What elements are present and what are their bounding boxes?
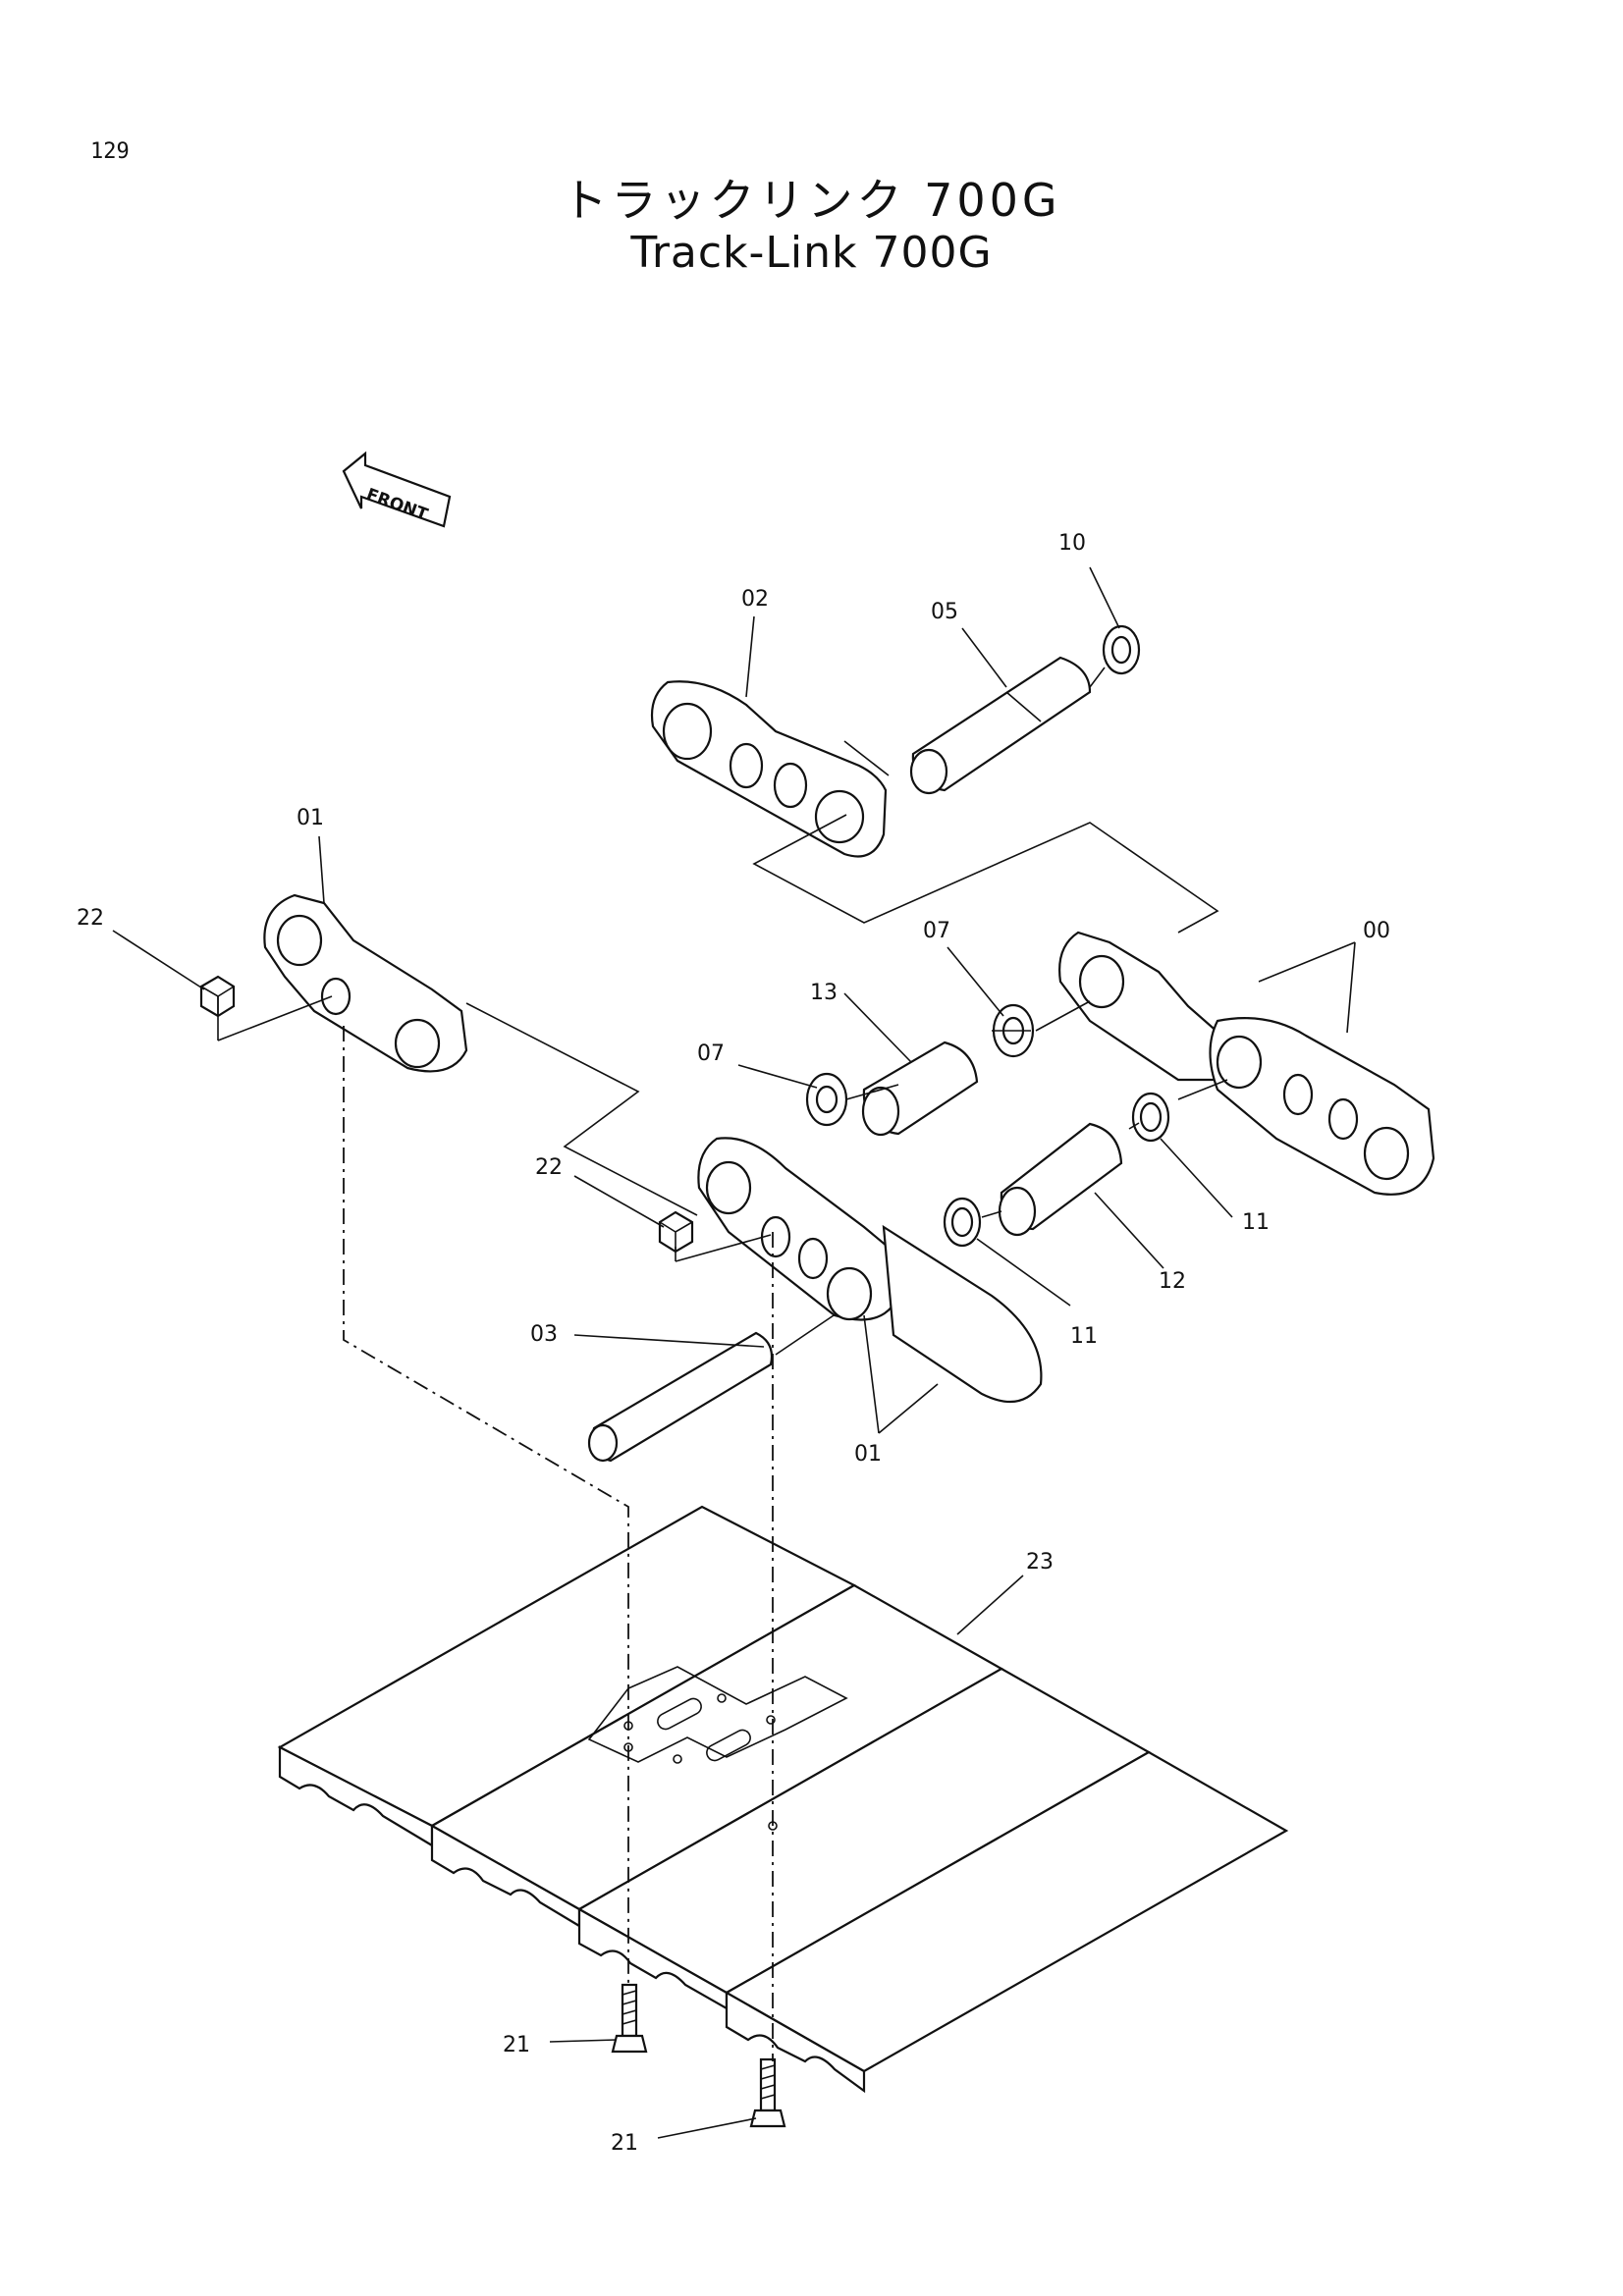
callout-12: 12: [1159, 1269, 1186, 1294]
callout-02: 02: [741, 587, 769, 612]
front-arrow-icon: FRONT: [342, 451, 452, 528]
track-shoe-plates: [277, 1505, 1289, 2094]
callout-22-upper: 22: [77, 906, 104, 931]
callout-05: 05: [931, 600, 958, 624]
bushing-12: [998, 1122, 1123, 1237]
callout-22-lower: 22: [535, 1155, 563, 1180]
callout-11-right: 11: [1242, 1210, 1270, 1235]
track-link-01-lower: [697, 1137, 1043, 1404]
nut-22-lower: [658, 1210, 694, 1254]
callout-01-upper: 01: [297, 806, 324, 830]
callout-07-upper: 07: [923, 919, 950, 943]
callout-10: 10: [1058, 531, 1086, 556]
track-pin-03: [587, 1331, 774, 1463]
callout-labels: 10 02 05 01 22 07 00 13 07 22 11 03 12 1…: [77, 531, 1390, 2156]
track-link-00: [1058, 931, 1435, 1196]
page-number: 129: [90, 139, 130, 164]
assembly-lines: [217, 667, 1228, 2061]
seal-11-left: [943, 1197, 982, 1248]
seal-11-right: [1131, 1092, 1170, 1143]
callout-11-left: 11: [1070, 1324, 1098, 1349]
callout-00: 00: [1363, 919, 1390, 943]
callout-03: 03: [530, 1322, 558, 1347]
callout-01-lower: 01: [854, 1442, 882, 1467]
track-link-01-upper: [263, 893, 468, 1073]
shoe-bolt-21-left: [611, 1983, 648, 2054]
seal-07-lower: [805, 1072, 848, 1127]
bushing-13: [861, 1041, 979, 1137]
track-link-02: [650, 680, 888, 858]
shoe-bolt-21-right: [749, 2057, 786, 2128]
callout-21-left: 21: [503, 2033, 530, 2057]
track-pin-05: [909, 656, 1092, 795]
callout-13: 13: [810, 981, 838, 1005]
page-title-japanese: トラックリンク 700G: [562, 174, 1061, 227]
callout-07-lower: 07: [697, 1041, 725, 1066]
callout-23: 23: [1026, 1550, 1054, 1575]
callout-21-right: 21: [611, 2131, 638, 2156]
leader-lines: [112, 566, 1356, 2139]
lock-ring-10: [1102, 624, 1141, 675]
page-title-english: Track-Link 700G: [630, 228, 993, 278]
